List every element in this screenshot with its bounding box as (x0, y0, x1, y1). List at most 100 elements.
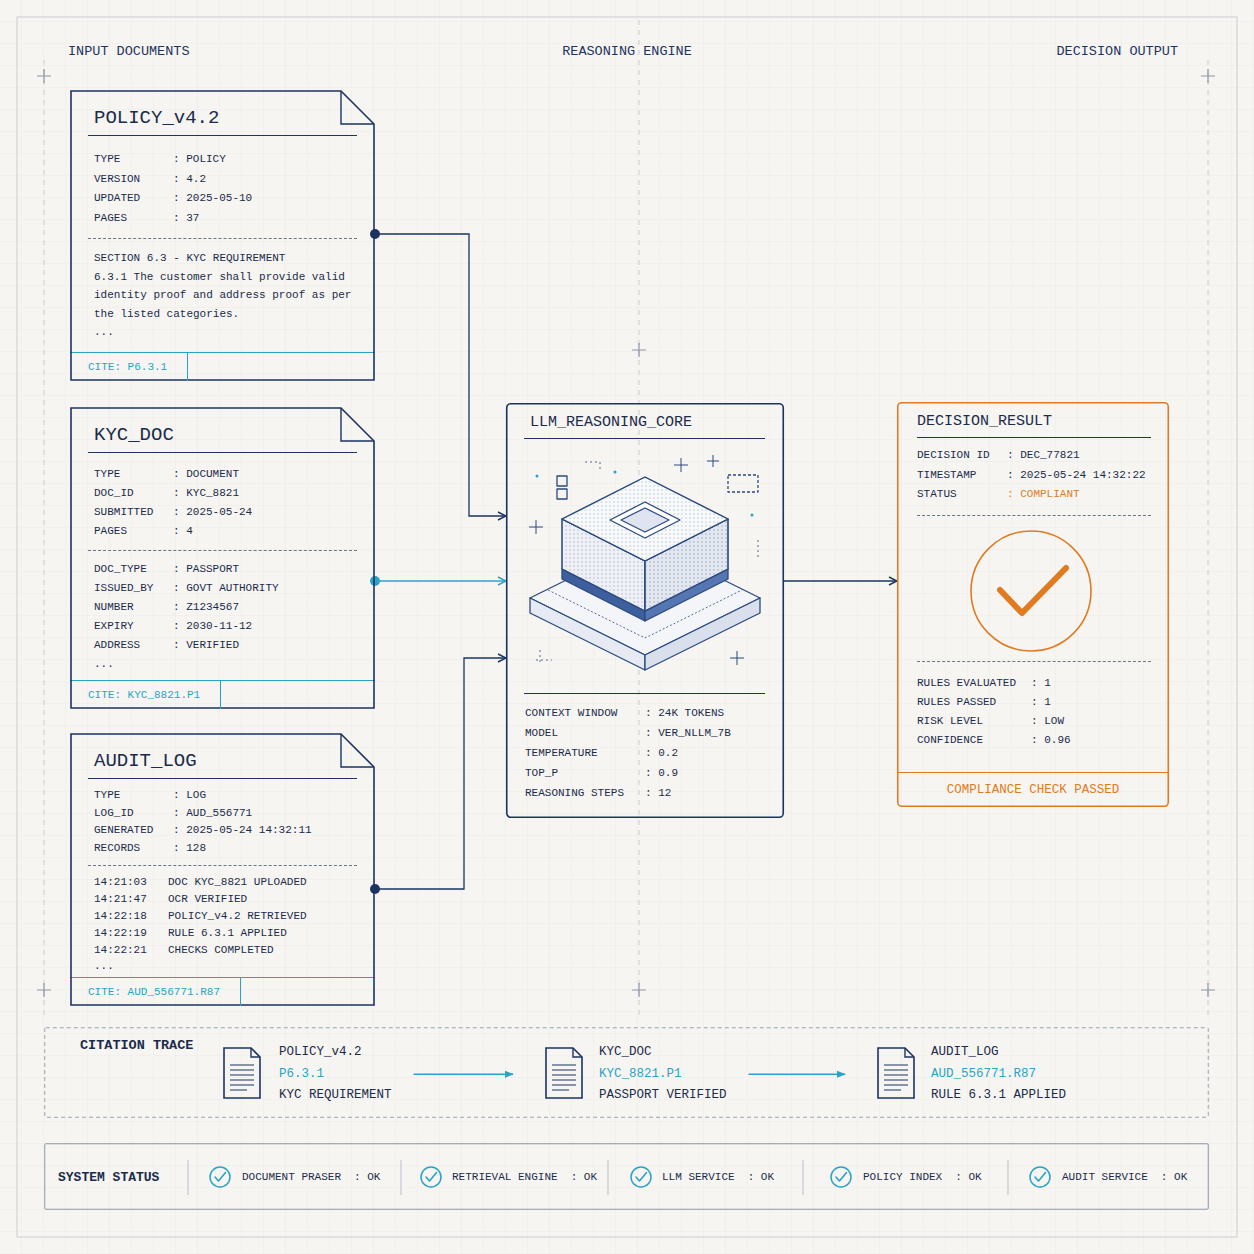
citation-text: PASSPORT VERIFIED (599, 1085, 727, 1107)
box-title: KYC_DOC (88, 424, 357, 453)
chip-illustration-part (645, 519, 728, 611)
field-value: : DOCUMENT (173, 465, 239, 484)
box-outline (45, 1028, 1209, 1118)
citation-text: KYC_8821.P1 (599, 1064, 727, 1086)
field-row: CONTEXT WINDOW: 24K TOKENS (525, 703, 765, 723)
field-row: CONFIDENCE: 0.96 (917, 731, 1151, 750)
column-heading: INPUT DOCUMENTS (68, 44, 190, 59)
field-value: : VERIFIED (173, 636, 239, 655)
field-row: REASONING STEPS: 12 (525, 783, 765, 803)
field-key: CONTEXT WINDOW (525, 703, 645, 723)
field-list: TYPE: POLICYVERSION: 4.2UPDATED: 2025-05… (88, 150, 357, 228)
citation-ref: CITE: P6.3.1 (70, 353, 188, 381)
chip-illustration (529, 455, 760, 670)
field-value: : 2025-05-10 (173, 189, 252, 209)
field-row: 14:22:21CHECKS COMPLETED (94, 942, 357, 959)
citation-trace-band: CITATION TRACEPOLICY_v4.2P6.3.1KYC REQUI… (44, 1027, 1209, 1118)
connector-arrow (749, 1074, 845, 1075)
log-entry-event: OCR VERIFIED (168, 891, 247, 908)
chip-illustration-part (530, 541, 760, 655)
box-title: POLICY_v4.2 (88, 107, 357, 136)
frame-lines (17, 17, 1237, 1237)
decision-result-box: DECISION_RESULTDECISION ID: DEC_77821TIM… (897, 402, 1169, 807)
field-row: PAGES: 4 (94, 522, 357, 541)
document-icon-part (224, 1048, 260, 1098)
status-ok-icon-part (631, 1167, 651, 1187)
policy-document: POLICY_v4.2TYPE: POLICYVERSION: 4.2UPDAT… (70, 90, 375, 381)
log-entry-time: 14:21:03 (94, 874, 168, 891)
crosshair-mark-part (37, 983, 51, 997)
field-key: EXPIRY (94, 617, 173, 636)
status-item: LLM SERVICE: OK (662, 1169, 774, 1185)
folded-corner (341, 734, 374, 767)
chip-illustration-part (645, 598, 760, 670)
dashed-rule (917, 661, 1151, 662)
check-illustration-part (971, 531, 1091, 651)
status-name: POLICY INDEX (863, 1169, 942, 1185)
log-entry-time: 14:21:47 (94, 891, 168, 908)
connector-arrow (784, 580, 897, 581)
field-row: TOP_P: 0.9 (525, 763, 765, 783)
field-value: : Z1234567 (173, 598, 239, 617)
citation-text: RULE 6.3.1 APPLIED (931, 1085, 1066, 1107)
field-value: : VER_NLLM_7B (645, 723, 731, 743)
field-row: RULES EVALUATED: 1 (917, 674, 1151, 693)
field-key: REASONING STEPS (525, 783, 645, 803)
field-key: RULES EVALUATED (917, 674, 1031, 693)
field-key: MODEL (525, 723, 645, 743)
status-name: LLM SERVICE (662, 1169, 735, 1185)
field-row: VERSION: 4.2 (94, 170, 357, 190)
box-outline (507, 404, 784, 818)
frame-lines-part (17, 17, 1237, 1237)
field-row: ADDRESS: VERIFIED (94, 636, 357, 655)
field-value: : 1 (1031, 693, 1051, 712)
result-banner: COMPLIANCE CHECK PASSED (947, 773, 1120, 807)
field-value: : 4 (173, 522, 193, 541)
field-key: RULES PASSED (917, 693, 1031, 712)
field-value: : 4.2 (173, 170, 206, 190)
chip-illustration-part (530, 598, 645, 670)
field-row: GENERATED: 2025-05-24 14:32:11 (94, 822, 357, 840)
citation-text: P6.3.1 (279, 1064, 392, 1086)
box-footer: CITE: AUD_556771.R87 (70, 977, 375, 1006)
field-key: PAGES (94, 209, 173, 229)
field-row: RULES PASSED: 1 (917, 693, 1151, 712)
column-heading: DECISION OUTPUT (1056, 44, 1178, 59)
field-row: ISSUED_BY: GOVT AUTHORITY (94, 579, 357, 598)
chip-illustration-part (557, 489, 567, 499)
status-separator (188, 1160, 1008, 1195)
document-outline (71, 91, 374, 380)
citation-text: AUDIT_LOG (931, 1042, 1066, 1064)
field-key: TIMESTAMP (917, 466, 1007, 486)
status-ok-icon (210, 1167, 1050, 1187)
status-value: : OK (1161, 1169, 1187, 1185)
status-item: AUDIT SERVICE: OK (1062, 1169, 1187, 1185)
crosshair-mark-part (1201, 983, 1215, 997)
field-list: DOC_TYPE: PASSPORTISSUED_BY: GOVT AUTHOR… (88, 560, 357, 655)
citation-text: KYC REQUIREMENT (279, 1085, 392, 1107)
status-ok-icon-part (210, 1167, 230, 1187)
illustration-space (524, 439, 765, 693)
column-heading: REASONING ENGINE (562, 44, 692, 59)
box-title: LLM_REASONING_CORE (524, 413, 765, 439)
chip-illustration-part (529, 520, 543, 534)
chip-illustration-part (645, 519, 728, 611)
crosshair-mark-part (632, 983, 646, 997)
field-key: DECISION ID (917, 446, 1007, 466)
log-entry-event: POLICY_v4.2 RETRIEVED (168, 908, 307, 925)
connector-arrow (375, 234, 506, 516)
chip-illustration-part (548, 590, 742, 638)
body-text: ... (88, 655, 357, 674)
document-outline (71, 734, 374, 1005)
field-key: DOC_ID (94, 484, 173, 503)
field-list: CONTEXT WINDOW: 24K TOKENSMODEL: VER_NLL… (524, 703, 765, 803)
field-value: : PASSPORT (173, 560, 239, 579)
field-value: : 2025-05-24 14:32:22 (1007, 466, 1146, 486)
box-footer: CITE: P6.3.1 (70, 352, 375, 381)
body-text: ... (88, 323, 357, 342)
field-value: : KYC_8821 (173, 484, 239, 503)
field-list: DECISION ID: DEC_77821TIMESTAMP: 2025-05… (917, 446, 1151, 505)
field-key: ISSUED_BY (94, 579, 173, 598)
chip-illustration-part (562, 569, 645, 621)
